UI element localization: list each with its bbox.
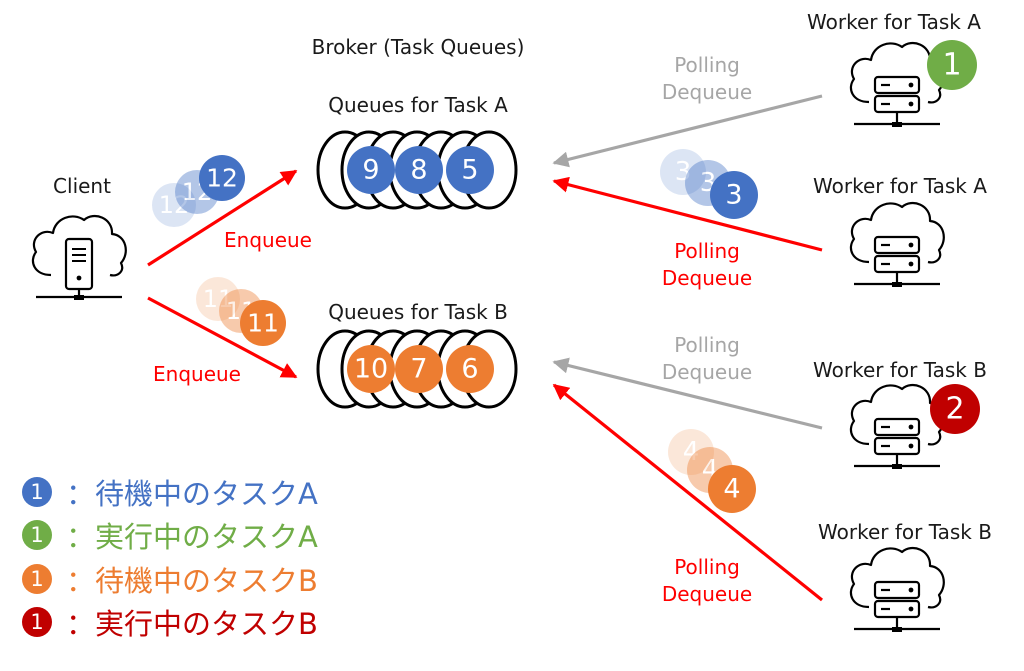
incoming-a-badge-1-circle — [152, 183, 196, 227]
polling-label-4: Polling Dequeue — [662, 554, 752, 608]
worker-label-3: Worker for Task B — [813, 358, 987, 382]
queue-b-item-1-label: 10 — [354, 354, 388, 385]
dequeue-b-badge-3-label: 4 — [723, 474, 740, 505]
legend-text: ：待機中のタスクB — [66, 564, 318, 598]
incoming-b-badge-1-label: 11 — [203, 285, 234, 313]
legend-badge: 1 — [22, 564, 52, 594]
queue-a-item-2-circle — [395, 146, 443, 194]
legend-item-running-b: 1 ：実行中のタスクB — [22, 602, 318, 642]
worker-3-running-badge-label: 2 — [945, 392, 964, 427]
incoming-a-badge-3-label: 12 — [206, 164, 238, 193]
polling-label-1: Polling Dequeue — [662, 52, 752, 106]
incoming-b-badge-3-circle — [240, 300, 286, 346]
polling-arrow-worker-4 — [552, 383, 824, 602]
worker-label-2: Worker for Task A — [813, 174, 987, 198]
polling-label-2-line2: Dequeue — [661, 266, 753, 290]
dequeue-a-badge-3: 3 — [710, 171, 758, 219]
incoming-a-badge-3: 12 — [199, 155, 245, 201]
dequeue-b-badge-1-circle — [668, 429, 714, 475]
queue-b-label: Queues for Task B — [328, 300, 508, 324]
dequeue-a-badge-1: 3 — [660, 149, 706, 195]
polling-label-1-line2: Dequeue — [661, 80, 753, 104]
polling-label-4-line2: Dequeue — [661, 582, 753, 606]
polling-label-3-line2: Dequeue — [661, 360, 753, 384]
legend-text: ：待機中のタスクA — [66, 477, 318, 511]
polling-label-2: Polling Dequeue — [662, 238, 752, 292]
queue-b-item-3-circle — [446, 345, 494, 393]
queue-a-item-3-label: 5 — [461, 155, 478, 186]
dequeue-b-badge-3: 4 — [708, 465, 756, 513]
broker-title: Broker (Task Queues) — [311, 35, 525, 59]
legend-item-running-a: 1 ：実行中のタスクA — [22, 515, 318, 555]
polling-label-1-line1: Polling — [674, 53, 740, 77]
legend-badge: 1 — [22, 520, 52, 550]
dequeue-a-badge-1-circle — [660, 149, 706, 195]
dequeue-a-badge-3-label: 3 — [725, 180, 742, 211]
incoming-b-badge-3: 11 — [240, 300, 286, 346]
worker-1-running-badge-label: 1 — [942, 48, 961, 83]
legend-badge: 1 — [22, 477, 52, 507]
incoming-b-badge-3-label: 11 — [247, 309, 279, 338]
polling-label-4-line1: Polling — [674, 555, 740, 579]
incoming-b-badge-1-circle — [196, 277, 240, 321]
queue-b-item-3-label: 6 — [461, 354, 478, 385]
queue-a-item-1-circle — [347, 146, 395, 194]
client-icon — [31, 214, 127, 302]
queue-a-label: Queues for Task A — [328, 93, 508, 117]
queue-b: 10 7 6 — [316, 329, 518, 409]
worker-2-server-icon — [849, 201, 945, 289]
queue-a-item-2: 8 — [395, 146, 443, 194]
incoming-b-badge-1: 11 — [196, 277, 240, 321]
polling-label-2-line1: Polling — [674, 239, 740, 263]
polling-label-3: Polling Dequeue — [662, 332, 752, 386]
worker-3-server-icon — [849, 383, 945, 471]
legend-item-waiting-b: 1 ：待機中のタスクB — [22, 559, 318, 599]
worker-3-running-badge: 2 — [930, 384, 980, 434]
queue-b-item-3: 6 — [446, 345, 494, 393]
enqueue-arrow-b — [147, 296, 298, 379]
worker-4-server-icon — [849, 546, 945, 634]
polling-arrow-worker-3 — [552, 357, 823, 430]
queue-a-item-2-label: 8 — [410, 155, 427, 186]
enqueue-label-a: Enqueue — [224, 228, 312, 252]
dequeue-a-badge-1-label: 3 — [675, 157, 692, 187]
polling-arrow-worker-2 — [552, 176, 823, 252]
legend-item-waiting-a: 1 ：待機中のタスクA — [22, 472, 318, 512]
dequeue-b-badge-3-circle — [708, 465, 756, 513]
incoming-a-badge-1-label: 12 — [159, 191, 190, 219]
queue-b-item-2: 7 — [395, 345, 443, 393]
legend-text: ：実行中のタスクB — [66, 607, 318, 641]
incoming-a-badge-1: 12 — [152, 183, 196, 227]
worker-3-running-badge-circle — [930, 384, 980, 434]
worker-1-running-badge-circle — [927, 40, 977, 90]
dequeue-b-badge-1-label: 4 — [683, 437, 700, 467]
worker-label-4: Worker for Task B — [818, 520, 992, 544]
queue-b-item-1: 10 — [347, 345, 395, 393]
worker-label-1: Worker for Task A — [807, 10, 981, 34]
dequeue-b-badge-1: 4 — [668, 429, 714, 475]
legend-badge: 1 — [22, 607, 52, 637]
queue-b-item-2-label: 7 — [410, 354, 427, 385]
queue-a-item-3: 5 — [446, 146, 494, 194]
client-label: Client — [53, 174, 111, 198]
queue-b-item-1-circle — [347, 345, 395, 393]
dequeue-a-badge-3-circle — [710, 171, 758, 219]
polling-label-3-line1: Polling — [674, 333, 740, 357]
queue-a-item-3-circle — [446, 146, 494, 194]
enqueue-arrow-a — [147, 169, 298, 267]
queue-a-item-1: 9 — [347, 146, 395, 194]
polling-arrow-worker-1 — [552, 94, 823, 168]
incoming-a-badge-3-circle — [199, 155, 245, 201]
queue-a-item-1-label: 9 — [362, 155, 379, 186]
queue-b-item-2-circle — [395, 345, 443, 393]
enqueue-label-b: Enqueue — [153, 362, 241, 386]
legend-text: ：実行中のタスクA — [66, 520, 318, 554]
worker-1-running-badge: 1 — [927, 40, 977, 90]
